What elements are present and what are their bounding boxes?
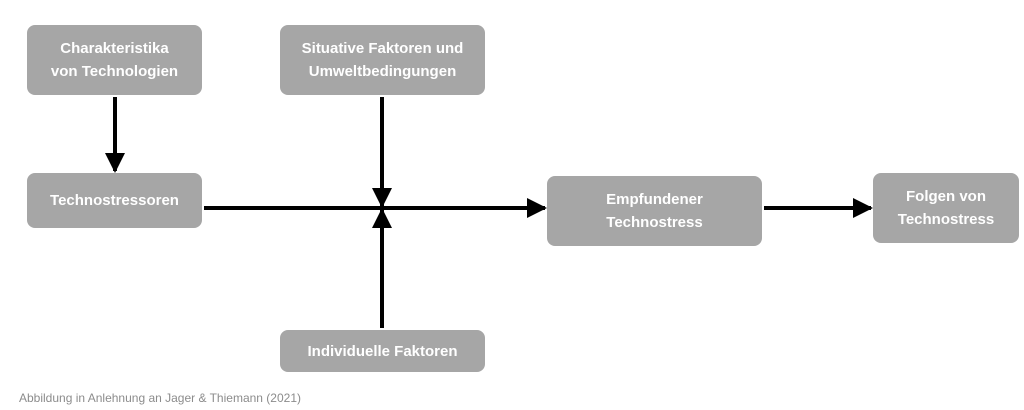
- figure-caption: Abbildung in Anlehnung an Jager & Thiema…: [19, 391, 301, 405]
- technostress-consequences-box: Folgen von Technostress: [873, 173, 1019, 243]
- situational-factors-box: Situative Faktoren und Umweltbedingungen: [280, 25, 485, 95]
- individual-factors-box: Individuelle Faktoren: [280, 330, 485, 372]
- characteristics-of-technologies-box: Charakteristika von Technologien: [27, 25, 202, 95]
- technostressors-box: Technostressoren: [27, 173, 202, 228]
- perceived-technostress-box: Empfundener Technostress: [547, 176, 762, 246]
